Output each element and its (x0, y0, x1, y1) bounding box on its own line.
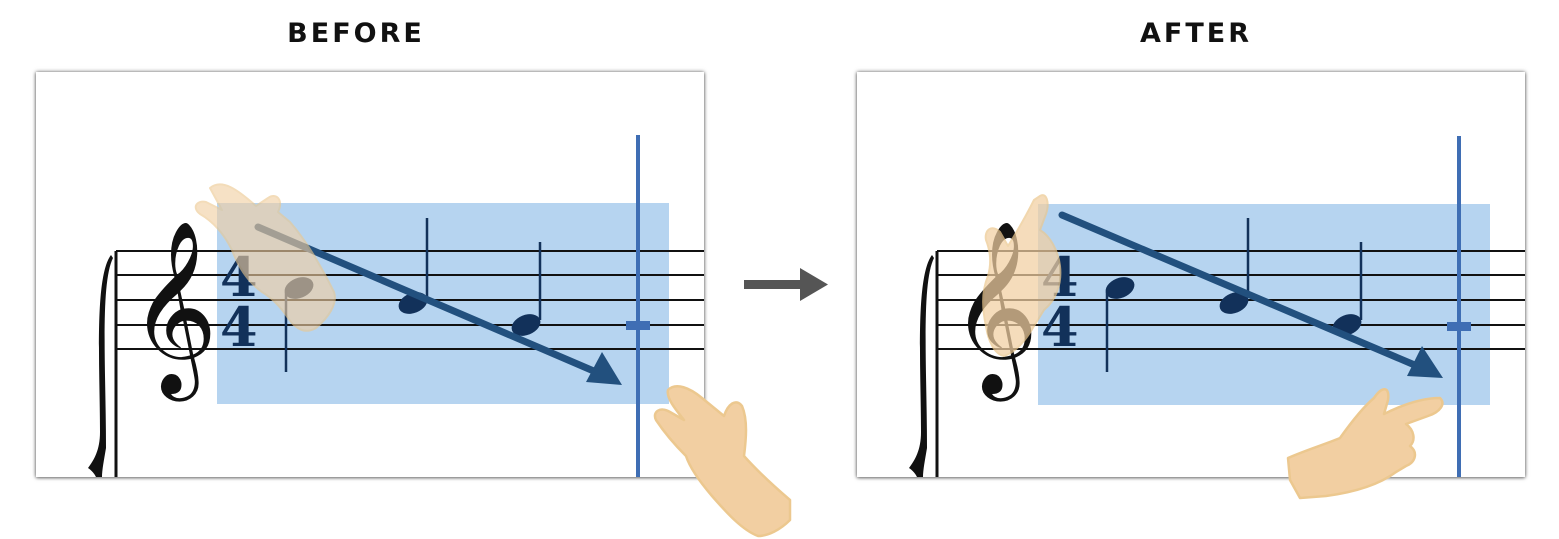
note[interactable] (1216, 218, 1251, 318)
score-view: 𝄞 4 4 (909, 136, 1525, 477)
playhead-marker[interactable] (1447, 322, 1471, 331)
treble-clef-icon: 𝄞 (950, 220, 1039, 402)
note[interactable] (508, 242, 543, 340)
score-view: 𝄞 4 4 (88, 135, 704, 477)
right-arrow-icon (744, 268, 828, 301)
after-panel: 𝄞 4 4 (857, 72, 1525, 477)
time-signature-bottom: 4 (1041, 295, 1079, 359)
playhead-marker[interactable] (626, 321, 650, 330)
note[interactable] (1102, 273, 1137, 372)
brace-icon (88, 255, 113, 477)
notehead (1219, 292, 1249, 314)
drag-arrow-icon (1058, 211, 1443, 378)
time-signature-bottom: 4 (220, 295, 258, 359)
treble-clef-icon: 𝄞 (129, 220, 218, 402)
after-title: AFTER (1140, 18, 1252, 49)
notehead (1105, 277, 1135, 299)
before-panel: 𝄞 4 4 (36, 72, 704, 477)
before-title: BEFORE (287, 18, 425, 49)
brace-icon (909, 255, 934, 477)
notehead (511, 314, 541, 336)
